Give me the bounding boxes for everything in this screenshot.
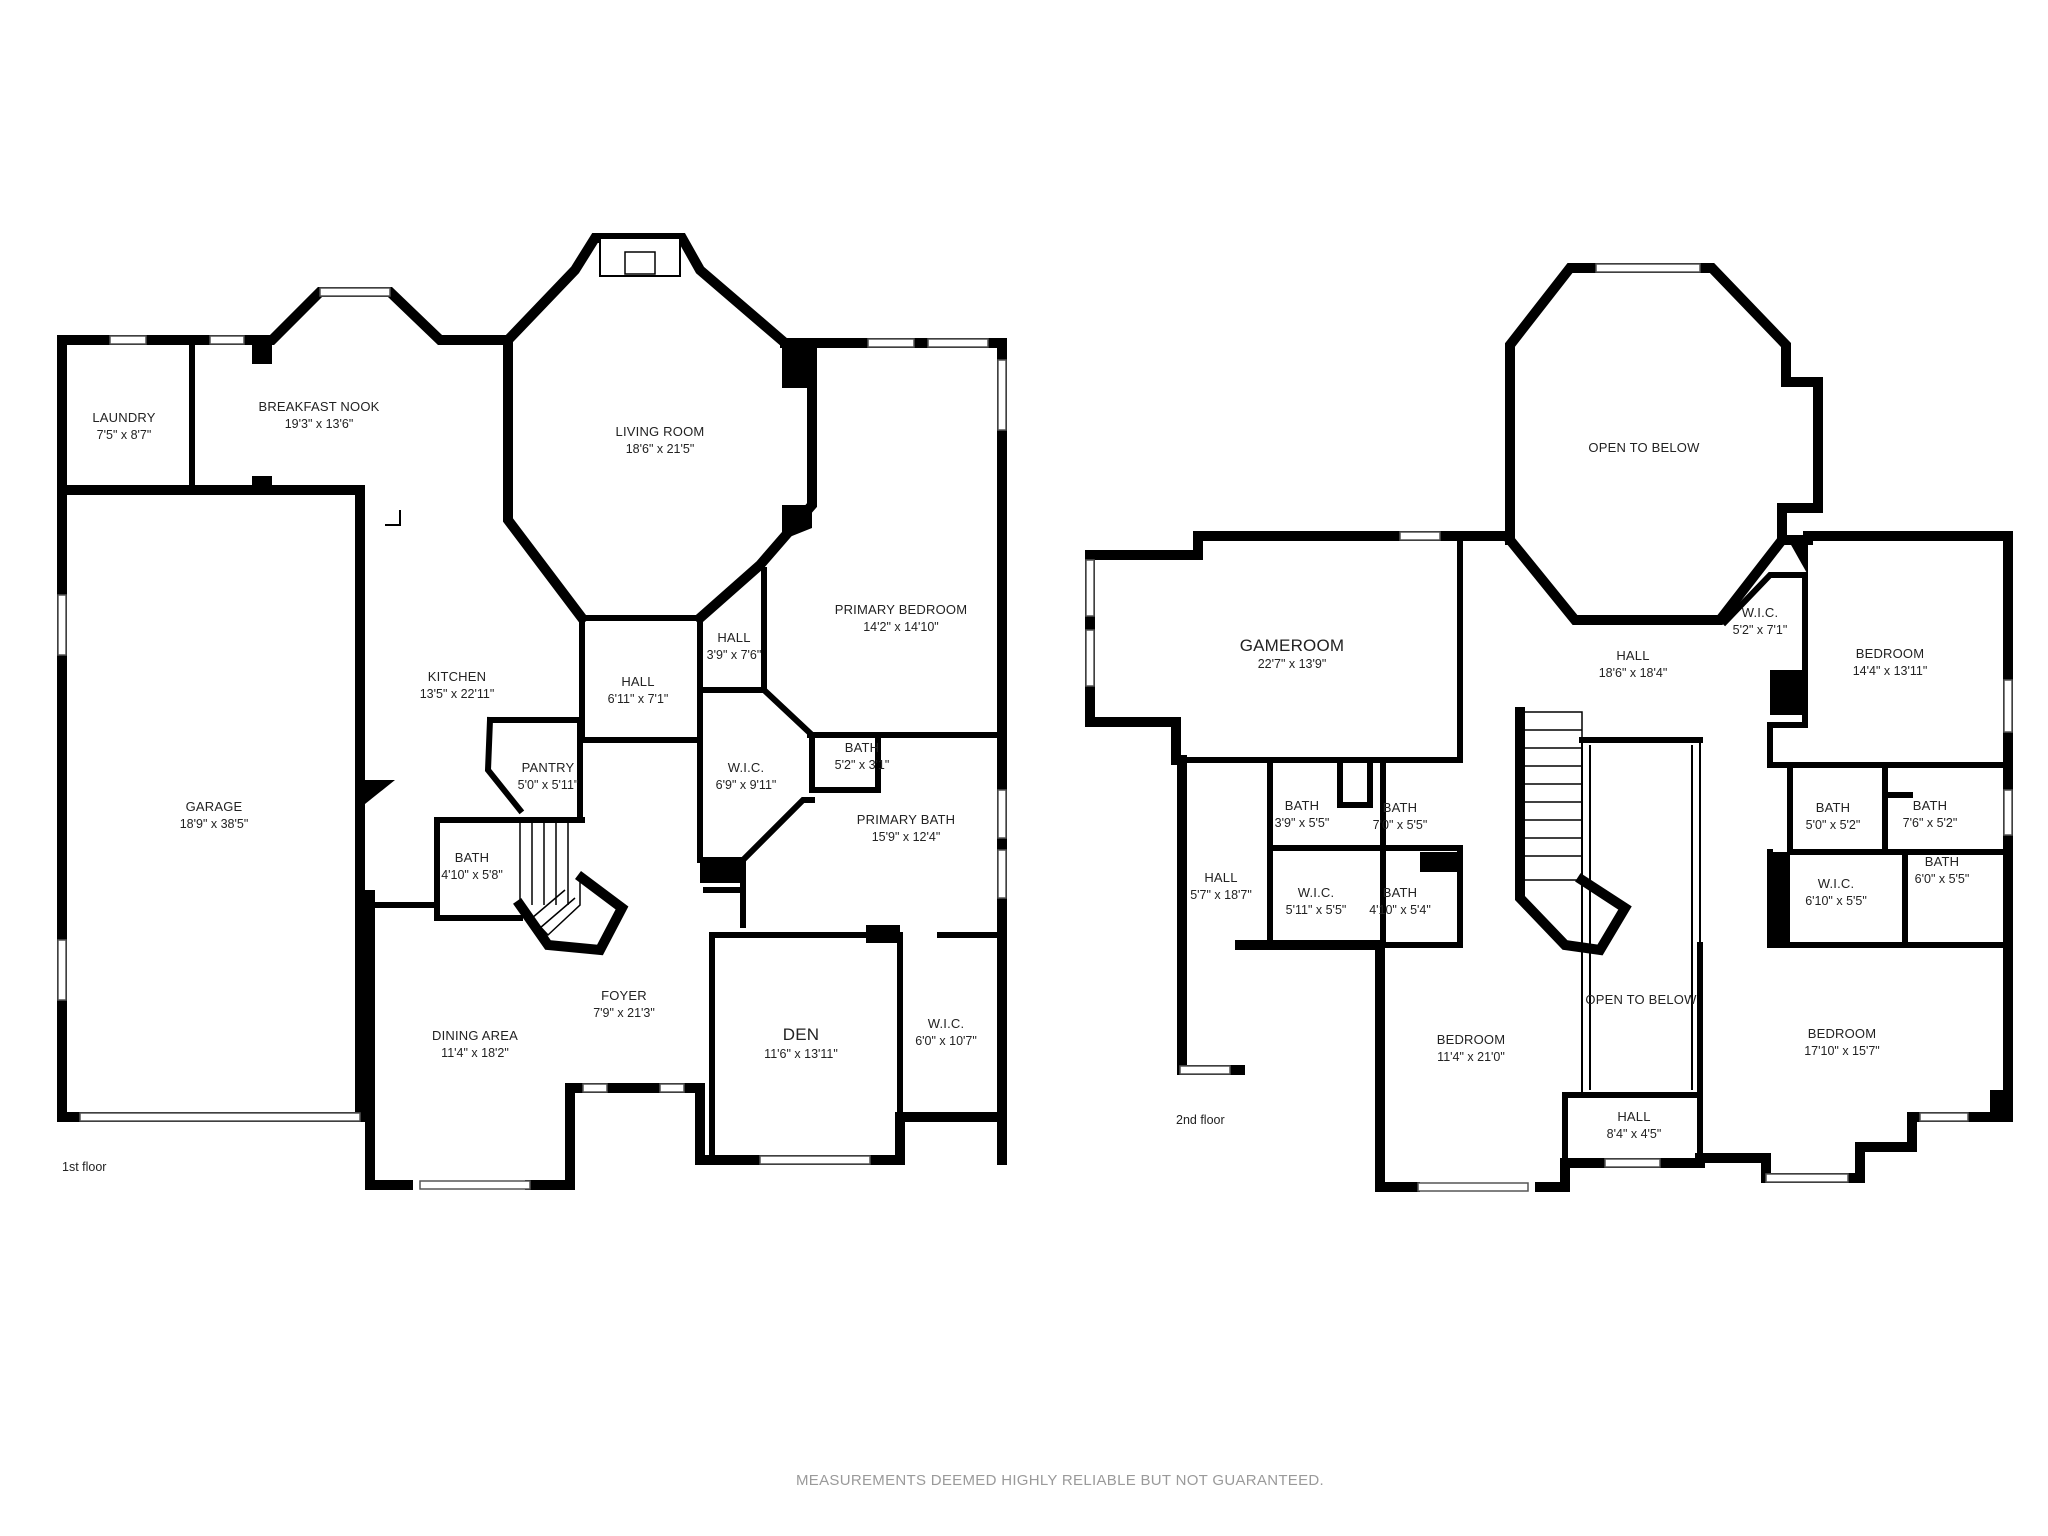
room-dim: 18'9" x 38'5"	[180, 817, 249, 831]
room-dim: 7'0" x 5'5"	[1373, 818, 1428, 832]
room-dim: 15'9" x 12'4"	[872, 830, 941, 844]
room-dim: 14'4" x 13'11"	[1853, 664, 1928, 678]
room-dim: 5'11" x 5'5"	[1286, 903, 1347, 917]
room-dim: 11'4" x 21'0"	[1437, 1050, 1505, 1064]
room-name: BATH	[1816, 800, 1851, 815]
room-dim: 17'10" x 15'7"	[1804, 1044, 1880, 1058]
room-name: BREAKFAST NOOK	[258, 399, 379, 414]
room-name: LIVING ROOM	[616, 424, 705, 439]
room-dim: 8'4" x 4'5"	[1607, 1127, 1662, 1141]
room-dim: 7'6" x 5'2"	[1903, 816, 1958, 830]
room-dim: 19'3" x 13'6"	[285, 417, 354, 431]
room-name: GARAGE	[186, 799, 243, 814]
room-name: KITCHEN	[428, 669, 486, 684]
room-name: BATH	[1285, 798, 1320, 813]
room-name: W.I.C.	[728, 760, 765, 775]
room-name: BATH	[455, 850, 490, 865]
room-name: OPEN TO BELOW	[1588, 440, 1700, 455]
room-dim: 3'9" x 7'6"	[707, 648, 762, 662]
room-name: GAMEROOM	[1240, 636, 1345, 655]
room-dim: 3'9" x 5'5"	[1275, 816, 1330, 830]
room-dim: 6'11" x 7'1"	[608, 692, 669, 706]
room-dim: 18'6" x 18'4"	[1599, 666, 1668, 680]
floor-label: 1st floor	[62, 1160, 106, 1174]
room-labels: LAUNDRY 7'5" x 8'7" BREAKFAST NOOK 19'3"…	[62, 399, 1969, 1174]
room-name: BATH	[1925, 854, 1960, 869]
room-dim: 7'5" x 8'7"	[97, 428, 152, 442]
room-name: BEDROOM	[1437, 1032, 1506, 1047]
room-name: PANTRY	[522, 760, 575, 775]
room-name: HALL	[621, 674, 654, 689]
room-dim: 5'0" x 5'11"	[518, 778, 579, 792]
room-name: LAUNDRY	[92, 410, 155, 425]
room-dim: 18'6" x 21'5"	[626, 442, 695, 456]
room-dim: 5'0" x 5'2"	[1806, 818, 1861, 832]
room-name: DINING AREA	[432, 1028, 518, 1043]
room-dim: 5'7" x 18'7"	[1190, 888, 1252, 902]
room-name: BATH	[1913, 798, 1948, 813]
room-name: W.I.C.	[1818, 876, 1855, 891]
room-name: W.I.C.	[1742, 605, 1779, 620]
room-dim: 6'0" x 10'7"	[915, 1034, 977, 1048]
room-name: OPEN TO BELOW	[1585, 992, 1697, 1007]
room-name: DEN	[783, 1025, 820, 1044]
room-dim: 5'2" x 3'1"	[835, 758, 890, 772]
room-dim: 13'5" x 22'11"	[420, 687, 495, 701]
room-dim: 22'7" x 13'9"	[1258, 657, 1327, 671]
room-dim: 11'4" x 18'2"	[441, 1046, 509, 1060]
room-name: W.I.C.	[1298, 885, 1335, 900]
room-name: BATH	[845, 740, 880, 755]
room-dim: 4'10" x 5'8"	[441, 868, 503, 882]
room-name: HALL	[717, 630, 750, 645]
first-floor-plan	[57, 233, 1007, 1190]
room-dim: 4'10" x 5'4"	[1369, 903, 1431, 917]
room-name: PRIMARY BATH	[857, 812, 955, 827]
room-name: W.I.C.	[928, 1016, 965, 1031]
room-name: HALL	[1204, 870, 1237, 885]
second-floor-plan	[1085, 263, 2013, 1192]
room-name: FOYER	[601, 988, 647, 1003]
floor-label: 2nd floor	[1176, 1113, 1225, 1127]
room-dim: 6'9" x 9'11"	[716, 778, 777, 792]
room-name: HALL	[1616, 648, 1649, 663]
room-name: BATH	[1383, 885, 1418, 900]
room-name: HALL	[1617, 1109, 1650, 1124]
room-dim: 7'9" x 21'3"	[593, 1006, 655, 1020]
room-name: BEDROOM	[1808, 1026, 1877, 1041]
room-dim: 6'0" x 5'5"	[1915, 872, 1970, 886]
room-dim: 6'10" x 5'5"	[1805, 894, 1867, 908]
room-dim: 14'2" x 14'10"	[863, 620, 939, 634]
room-name: PRIMARY BEDROOM	[835, 602, 968, 617]
disclaimer-text: MEASUREMENTS DEEMED HIGHLY RELIABLE BUT …	[796, 1472, 1324, 1489]
room-dim: 11'6" x 13'11"	[764, 1047, 838, 1061]
room-name: BATH	[1383, 800, 1418, 815]
room-dim: 5'2" x 7'1"	[1733, 623, 1788, 637]
room-name: BEDROOM	[1856, 646, 1925, 661]
